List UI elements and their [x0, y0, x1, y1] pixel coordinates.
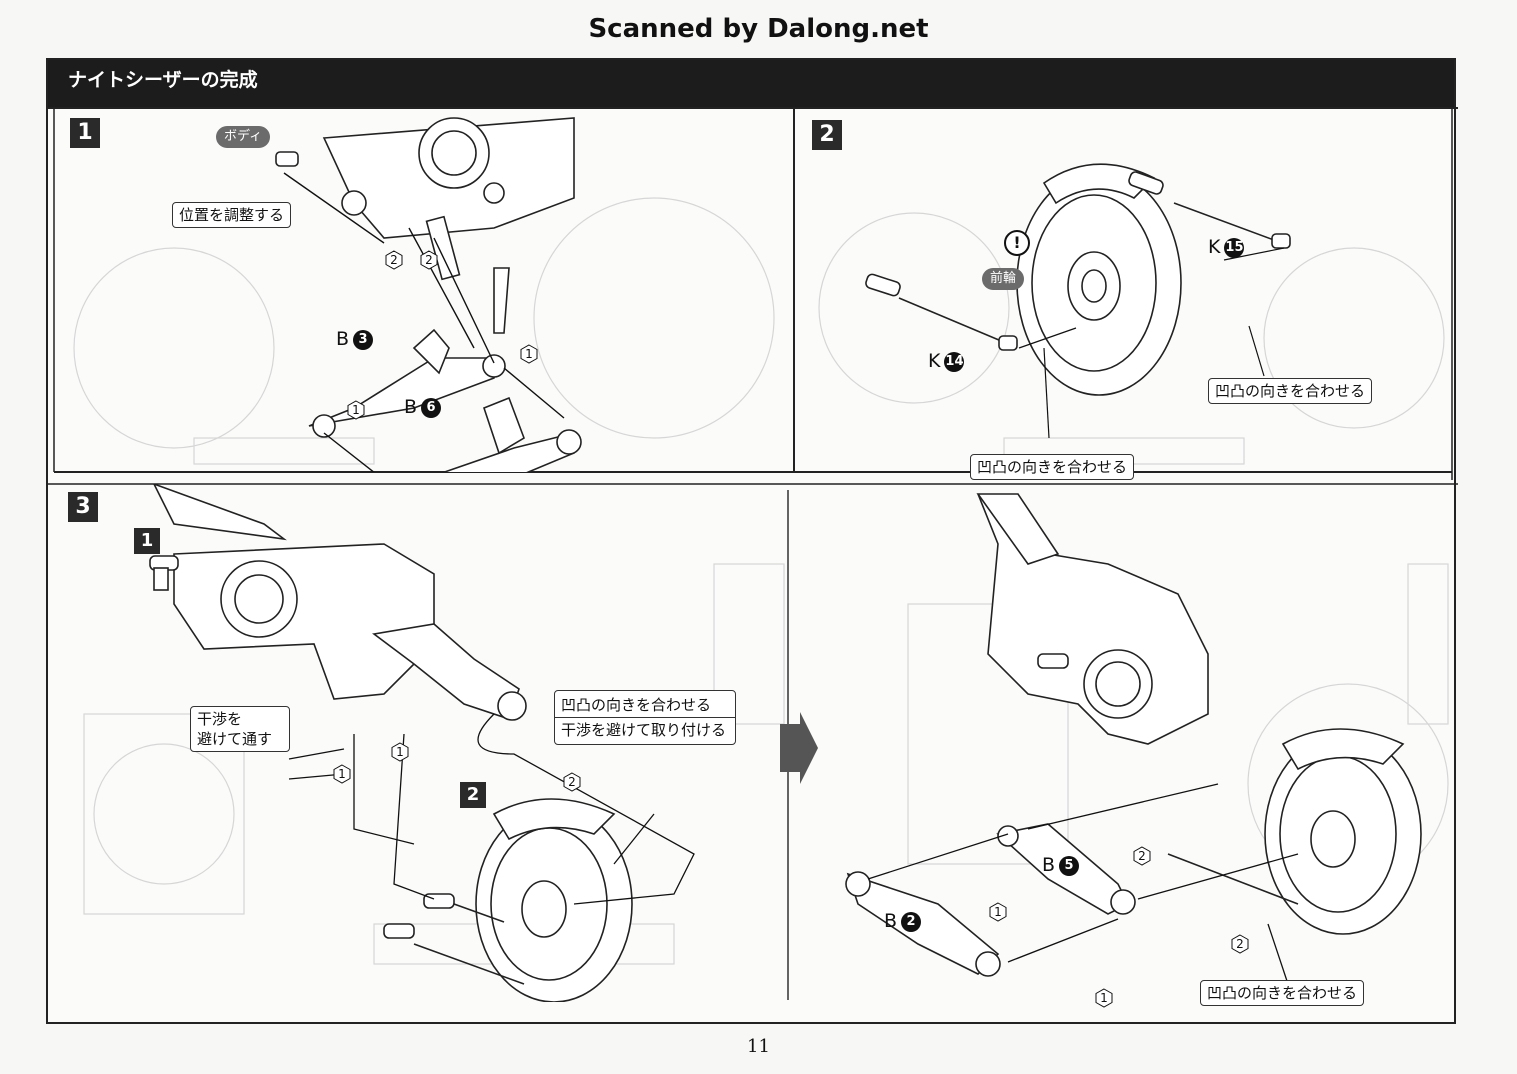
adjust-position-callout: 位置を調整する — [172, 202, 292, 228]
sub-step-2-badge: 2 — [460, 782, 486, 808]
part-letter: B — [336, 328, 350, 350]
part-number: 14 — [944, 351, 965, 372]
callout-line: 凹凸の向きを合わせる — [555, 693, 735, 718]
sequence-mark: 2 — [384, 250, 404, 270]
sequence-mark: 2 — [562, 772, 582, 792]
step3-illustration — [83, 484, 785, 1002]
part-number: 5 — [1059, 855, 1080, 876]
part-number: 2 — [901, 911, 922, 932]
sequence-mark: 1 — [1094, 988, 1114, 1008]
instruction-sheet: ナイトシーザーの完成 — [46, 58, 1458, 1024]
sequence-mark: 2 — [1230, 934, 1250, 954]
callout-line: 避けて通す — [197, 730, 273, 748]
part-letter: K — [928, 350, 941, 372]
page-number: 11 — [747, 1036, 770, 1057]
sequence-mark: 1 — [332, 764, 352, 784]
step3-result-illustration — [845, 493, 1449, 985]
scan-credit: Scanned by Dalong.net — [588, 14, 929, 44]
section-title: ナイトシーザーの完成 — [48, 60, 1454, 108]
align-callout-bottom: 凹凸の向きを合わせる — [970, 454, 1135, 480]
part-number: 15 — [1224, 237, 1245, 258]
sequence-mark: 1 — [988, 902, 1008, 922]
avoid-interference-callout: 干渉を 避けて通す — [190, 706, 290, 752]
next-arrow-icon — [780, 712, 818, 784]
part-letter: B — [1042, 854, 1056, 876]
part-number: 6 — [421, 397, 442, 418]
sequence-mark: 2 — [419, 250, 439, 270]
callout-line: 干渉を避けて取り付ける — [561, 721, 727, 739]
front-wheel-tag: 前輪 — [982, 268, 1025, 290]
body-tag: ボディ — [216, 126, 271, 148]
sequence-mark: 1 — [519, 344, 539, 364]
sequence-mark: 1 — [346, 400, 366, 420]
step3-panel: 3 1 2 干渉を 避けて通す 凹凸の向きを合わせる 干渉を避けて取り付ける 1… — [54, 484, 788, 1002]
part-letter: K — [1208, 236, 1221, 258]
sequence-mark: 1 — [390, 742, 410, 762]
part-letter: B — [404, 396, 418, 418]
step2-illustration — [818, 163, 1445, 465]
step1-badge: 1 — [70, 118, 100, 148]
sequence-mark: 2 — [1132, 846, 1152, 866]
callout-line: 干渉を — [197, 710, 243, 728]
part-letter: B — [884, 910, 898, 932]
warning-icon: ! — [1004, 230, 1030, 256]
sub-step-1-badge: 1 — [134, 528, 160, 554]
align-callout: 凹凸の向きを合わせる — [1200, 980, 1365, 1006]
step3-badge: 3 — [68, 492, 98, 522]
align-callout-right: 凹凸の向きを合わせる — [1208, 378, 1373, 404]
step2-badge: 2 — [812, 120, 842, 150]
part-number: 3 — [353, 329, 374, 350]
align-attach-callout: 凹凸の向きを合わせる 干渉を避けて取り付ける — [554, 690, 736, 745]
